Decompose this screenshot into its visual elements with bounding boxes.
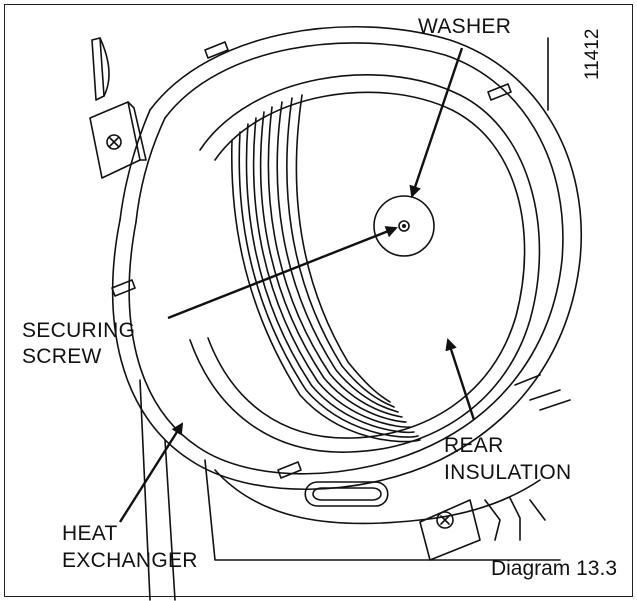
stud-left xyxy=(111,279,136,297)
stud-bottom xyxy=(277,461,302,479)
arrow-washer xyxy=(409,47,464,198)
clip-screw xyxy=(106,134,122,150)
label-rear-insulation-line1: REAR xyxy=(444,434,504,457)
base-plate xyxy=(139,379,151,601)
arrow-rear-insulation xyxy=(445,338,476,421)
label-securing-screw-line1: SECURING xyxy=(22,319,136,342)
arrow-securing-screw xyxy=(167,226,398,320)
reference-number: 11412 xyxy=(582,28,603,80)
base-slot xyxy=(304,481,389,507)
label-heat-exchanger-line1: HEAT xyxy=(62,522,118,545)
arrow-heat-exchanger xyxy=(118,422,184,523)
stud-top-right xyxy=(487,83,512,101)
bottom-screw xyxy=(436,511,454,529)
label-washer: WASHER xyxy=(418,15,512,38)
bottom-right-bracket xyxy=(419,499,481,561)
diagram-caption: Diagram 13.3 xyxy=(490,557,617,580)
stud-top-left xyxy=(204,41,229,59)
label-rear-insulation-line2: INSULATION xyxy=(444,461,572,484)
left-bracket xyxy=(91,37,105,101)
label-securing-screw-line2: SCREW xyxy=(22,345,102,368)
label-heat-exchanger-line2: EXCHANGER xyxy=(62,549,198,572)
drum-shell xyxy=(189,74,541,453)
outer-flange xyxy=(111,26,582,490)
